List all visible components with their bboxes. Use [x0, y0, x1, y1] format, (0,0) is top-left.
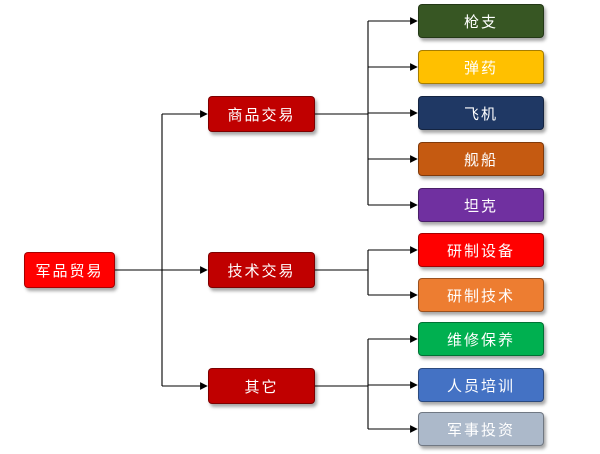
node-label: 坦克	[463, 196, 498, 215]
node-military-trade: 军品贸易	[24, 252, 115, 288]
node-label: 商品交易	[227, 105, 296, 124]
node-label: 军事投资	[446, 420, 515, 439]
node-label: 人员培训	[446, 376, 515, 395]
node-label: 技术交易	[227, 261, 296, 280]
node-label: 舰船	[463, 150, 498, 169]
node-label: 其它	[244, 377, 279, 396]
node-tech-trade: 技术交易	[208, 252, 315, 288]
node-label: 枪支	[463, 12, 498, 31]
leaf-military-investment: 军事投资	[418, 412, 544, 446]
node-label: 飞机	[463, 104, 498, 123]
leaf-ammunition: 弹药	[418, 50, 544, 84]
leaf-rnd-technology: 研制技术	[418, 278, 544, 312]
leaf-warships: 舰船	[418, 142, 544, 176]
node-label: 维修保养	[446, 330, 515, 349]
node-goods-trade: 商品交易	[208, 96, 315, 132]
node-label: 研制技术	[446, 286, 515, 305]
leaf-aircraft: 飞机	[418, 96, 544, 130]
node-label: 军品贸易	[35, 261, 104, 280]
leaf-guns: 枪支	[418, 4, 544, 38]
node-label: 研制设备	[446, 241, 515, 260]
leaf-personnel-training: 人员培训	[418, 368, 544, 402]
leaf-tanks: 坦克	[418, 188, 544, 222]
leaf-rnd-equipment: 研制设备	[418, 233, 544, 267]
node-label: 弹药	[463, 58, 498, 77]
node-other: 其它	[208, 368, 315, 404]
leaf-maintenance: 维修保养	[418, 322, 544, 356]
